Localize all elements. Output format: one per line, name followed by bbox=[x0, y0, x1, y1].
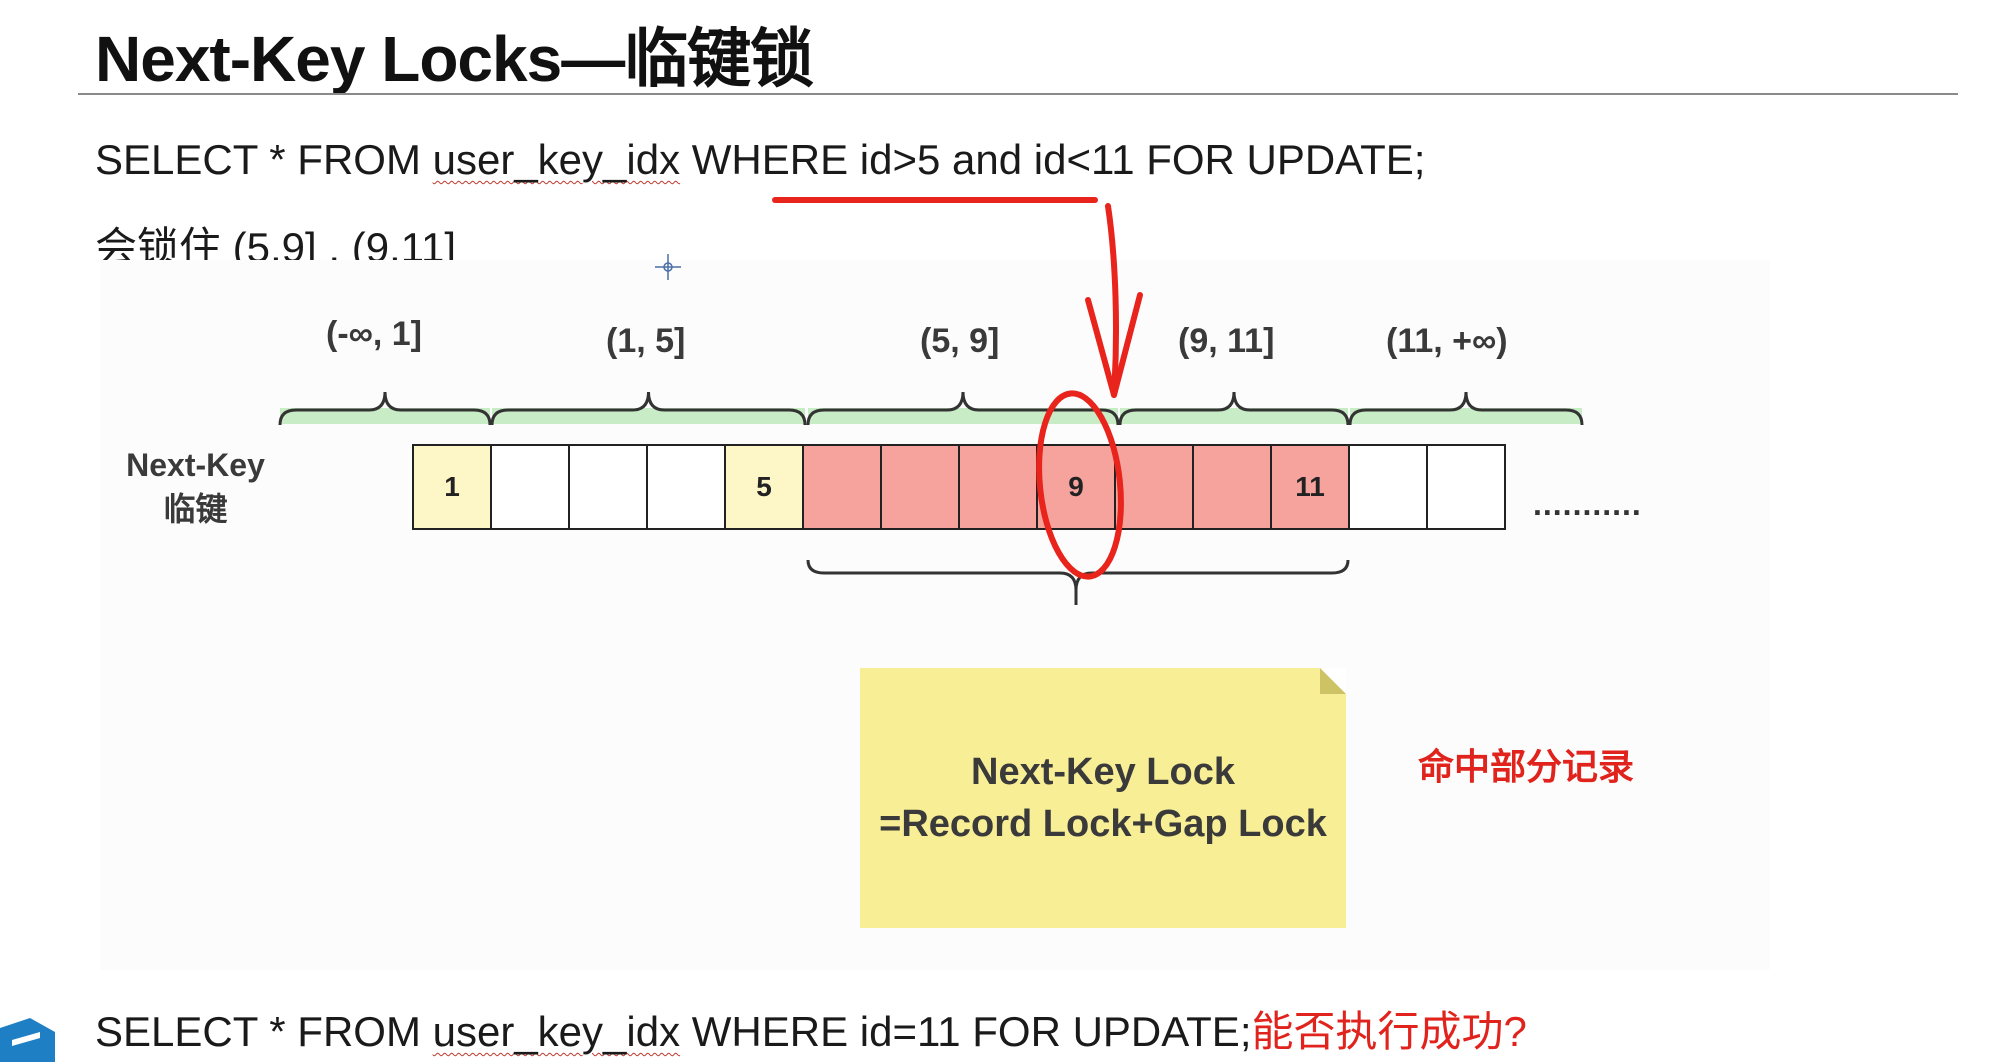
index-cells bbox=[412, 444, 1506, 530]
brace-highlight bbox=[1350, 408, 1582, 424]
index-cell bbox=[1192, 444, 1272, 530]
interval-label: (1, 5] bbox=[606, 322, 686, 360]
interval-braces bbox=[278, 391, 1584, 426]
sql-keyword-part: SELECT * FROM bbox=[95, 136, 433, 183]
table-name: user_key_idx bbox=[432, 136, 681, 183]
index-cell bbox=[1348, 444, 1428, 530]
interval-brace bbox=[278, 391, 492, 426]
index-cell bbox=[724, 444, 804, 530]
cell-key-label: 11 bbox=[1295, 471, 1325, 502]
row-label: Next-Key 临键 bbox=[108, 443, 283, 531]
interval-label: (5, 9] bbox=[920, 322, 1000, 360]
index-cell bbox=[1036, 444, 1116, 530]
sticky-note: Next-Key Lock =Record Lock+Gap Lock bbox=[860, 668, 1346, 928]
cell-key-label: 9 bbox=[1068, 471, 1084, 502]
index-cell bbox=[646, 444, 726, 530]
index-cell bbox=[490, 444, 570, 530]
interval-label: (11, +∞) bbox=[1386, 322, 1508, 360]
sql-condition-part: WHERE id=11 FOR UPDATE; bbox=[680, 1008, 1252, 1055]
row-label-en: Next-Key bbox=[126, 447, 265, 483]
interval-brace bbox=[1118, 391, 1350, 426]
crosshair-cursor-icon bbox=[655, 254, 681, 280]
logo-icon bbox=[0, 1018, 55, 1062]
sql-statement-equal: SELECT * FROM user_key_idx WHERE id=11 F… bbox=[95, 998, 1527, 1059]
interval-brace bbox=[490, 391, 807, 426]
table-name: user_key_idx bbox=[432, 1008, 681, 1055]
red-circle-on-9 bbox=[1036, 390, 1124, 580]
interval-brace bbox=[806, 391, 1120, 426]
sql-statement-range: SELECT * FROM user_key_idx WHERE id>5 an… bbox=[95, 136, 1425, 184]
hit-records-note: 命中部分记录 bbox=[1418, 746, 1635, 787]
title-divider bbox=[78, 93, 1958, 95]
index-cell bbox=[1114, 444, 1194, 530]
red-arrow-shaft bbox=[1105, 203, 1119, 398]
interval-label: (-∞, 1] bbox=[326, 315, 423, 353]
note-fold-corner bbox=[1320, 668, 1346, 694]
index-cell bbox=[880, 444, 960, 530]
sql-keyword-part: SELECT * FROM bbox=[95, 1008, 433, 1055]
index-cell bbox=[802, 444, 882, 530]
row-label-cn: 临键 bbox=[163, 491, 228, 527]
red-arrow-head bbox=[1085, 292, 1143, 398]
note-title: Next-Key Lock bbox=[971, 751, 1235, 793]
brace-highlight bbox=[1120, 408, 1348, 424]
brace-highlight bbox=[280, 408, 490, 424]
cell-key-label: 5 bbox=[756, 471, 772, 502]
question-text: 能否执行成功? bbox=[1251, 1008, 1527, 1055]
slide-title: Next-Key Locks—临键锁 bbox=[95, 23, 814, 95]
index-cell bbox=[1426, 444, 1506, 530]
interval-label: (9, 11] bbox=[1178, 322, 1275, 360]
note-formula: =Record Lock+Gap Lock bbox=[879, 803, 1327, 845]
brace-highlight bbox=[492, 408, 805, 424]
brace-highlight bbox=[808, 408, 1118, 424]
index-cell bbox=[568, 444, 648, 530]
cell-key-label: 1 bbox=[444, 471, 460, 502]
index-cell bbox=[412, 444, 492, 530]
sql-condition-part: WHERE id>5 and id<11 FOR UPDATE; bbox=[680, 136, 1426, 183]
ellipsis: ........... bbox=[1533, 486, 1642, 522]
index-cell bbox=[1270, 444, 1350, 530]
interval-brace bbox=[1348, 391, 1584, 426]
index-cell bbox=[958, 444, 1038, 530]
